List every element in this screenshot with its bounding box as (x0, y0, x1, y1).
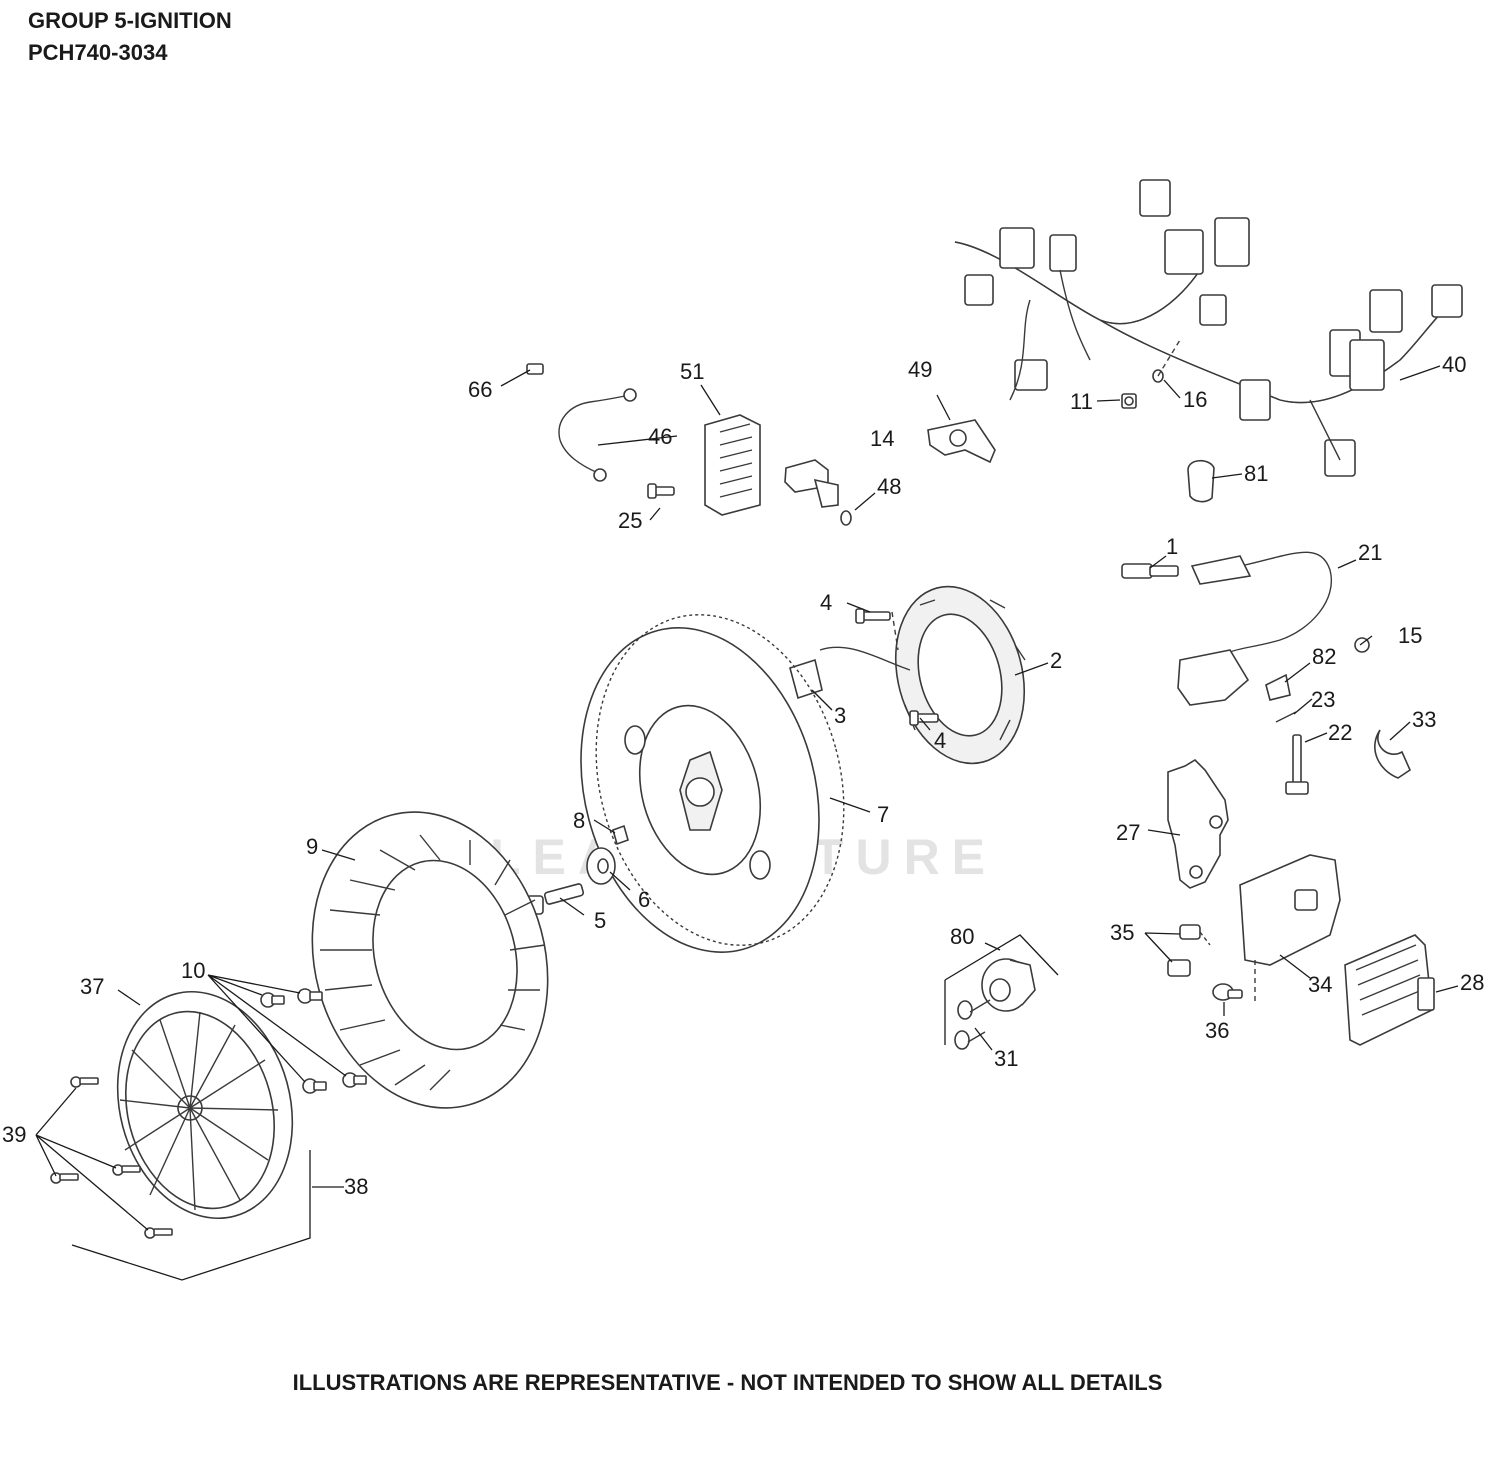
clamp-36-illustration (1212, 983, 1243, 1001)
callout-2: 2 (1050, 648, 1062, 673)
callout-9: 9 (306, 834, 318, 859)
callout-8: 8 (573, 808, 585, 833)
washer-6-illustration (586, 847, 616, 885)
sensor-14-illustration (784, 459, 839, 508)
grommet-81-illustration (1187, 459, 1215, 503)
key-31-illustration (954, 999, 991, 1050)
callout-34: 34 (1308, 972, 1332, 997)
callout-16: 16 (1183, 387, 1207, 412)
boot-82-illustration (1265, 673, 1291, 701)
screw-23-illustration (1275, 711, 1297, 723)
callout-80: 80 (950, 924, 974, 949)
callout-23: 23 (1311, 687, 1335, 712)
callout-1: 1 (1166, 534, 1178, 559)
callout-25: 25 (618, 508, 642, 533)
fastener-35-illustration (1167, 924, 1201, 977)
callout-40: 40 (1442, 352, 1466, 377)
screw-11-illustration (1121, 393, 1137, 409)
callout-81: 81 (1244, 461, 1268, 486)
callout-14: 14 (870, 426, 894, 451)
screw-10-set-illustration (260, 988, 367, 1094)
ignition-lead-21-illustration (1177, 551, 1333, 706)
callout-28: 28 (1460, 970, 1484, 995)
key-8-illustration (612, 824, 629, 846)
clip-33-illustration (1374, 729, 1412, 779)
callout-38: 38 (344, 1174, 368, 1199)
screw-4-top-illustration (855, 608, 891, 624)
callout-51: 51 (680, 359, 704, 384)
callout-7: 7 (877, 802, 889, 827)
screw-66-illustration (526, 363, 544, 375)
plug-48-illustration (840, 510, 852, 526)
flywheel-7-illustration (580, 614, 845, 953)
callout-labels: 1 2 3 4 4 5 6 7 8 9 10 11 14 15 16 21 22… (2, 352, 1484, 1199)
callout-21: 21 (1358, 540, 1382, 565)
callout-5: 5 (594, 908, 606, 933)
callout-49: 49 (908, 357, 932, 382)
plate-34-illustration (1239, 854, 1341, 966)
screw-4-bottom-illustration (909, 710, 939, 726)
stator-2-illustration (894, 585, 1026, 765)
callout-37: 37 (80, 974, 104, 999)
fan-9-illustration (311, 811, 549, 1109)
callout-31: 31 (994, 1046, 1018, 1071)
callout-11: 11 (1070, 389, 1093, 414)
key-switch-80-illustration (981, 958, 1036, 1012)
callout-82: 82 (1312, 644, 1336, 669)
callout-35: 35 (1110, 920, 1134, 945)
spark-plug-1-illustration (1121, 563, 1179, 579)
screw-39-set-illustration (50, 1076, 173, 1239)
callout-39: 39 (2, 1122, 26, 1147)
callout-33: 33 (1412, 707, 1436, 732)
footer-disclaimer: ILLUSTRATIONS ARE REPRESENTATIVE - NOT I… (292, 1370, 1163, 1395)
ecu-28-illustration (1344, 934, 1435, 1046)
bracket-27-illustration (1167, 758, 1229, 889)
callout-15: 15 (1398, 623, 1422, 648)
rectifier-51-illustration (704, 414, 761, 516)
callout-4-bottom: 4 (934, 728, 946, 753)
callout-4-top: 4 (820, 590, 832, 615)
group-title: GROUP 5-IGNITION (28, 8, 232, 33)
callout-22: 22 (1328, 720, 1352, 745)
model-code: PCH740-3034 (28, 40, 168, 65)
ignition-module-3-illustration (789, 646, 911, 700)
callout-48: 48 (877, 474, 901, 499)
bolt-22-illustration (1285, 734, 1309, 795)
callout-36: 36 (1205, 1018, 1229, 1043)
callout-27: 27 (1116, 820, 1140, 845)
callout-46: 46 (648, 424, 672, 449)
callout-66: 66 (468, 377, 492, 402)
callout-3: 3 (834, 703, 846, 728)
screw-25-illustration (647, 483, 675, 499)
callout-10: 10 (181, 958, 205, 983)
grille-37-illustration (116, 990, 294, 1220)
callout-6: 6 (638, 887, 650, 912)
leader-lines (35, 365, 1459, 1231)
wiring-harness-illustration (954, 179, 1463, 477)
